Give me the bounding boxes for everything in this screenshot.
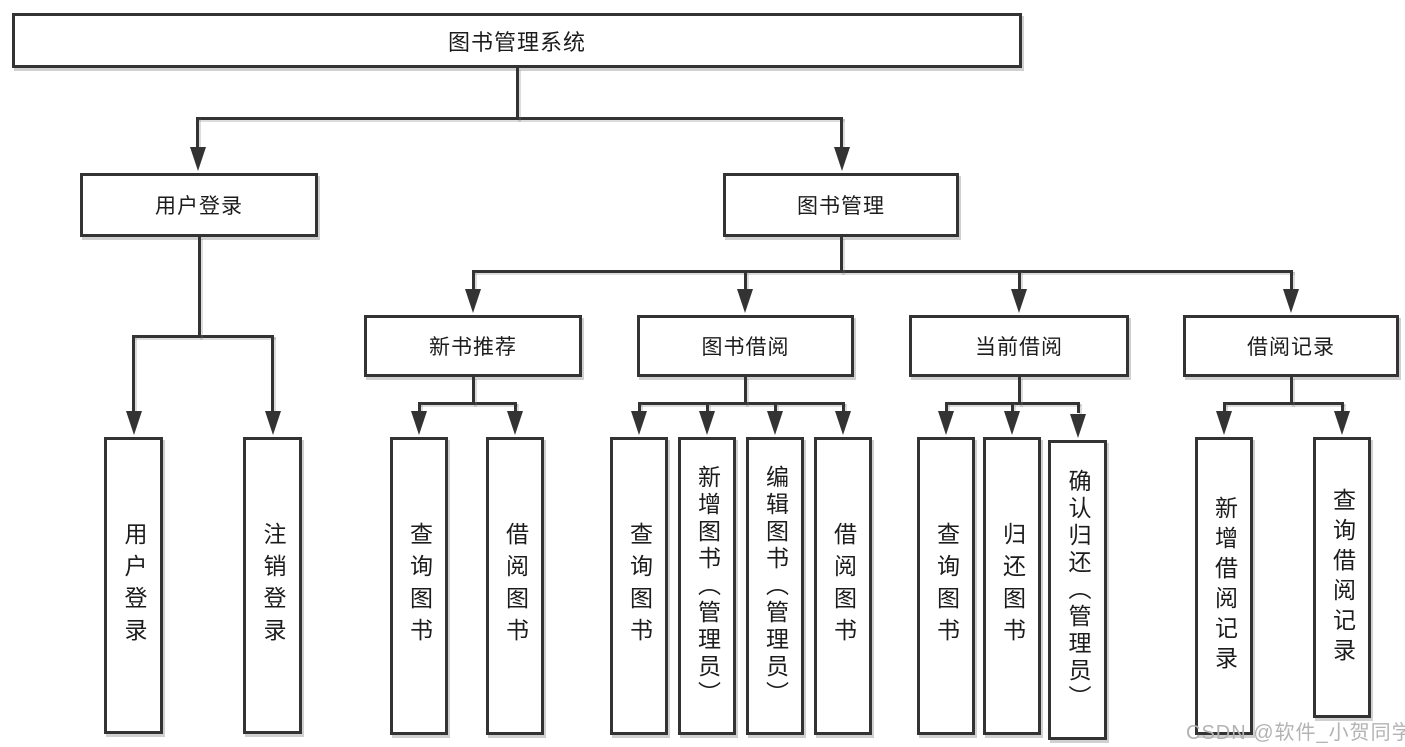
node-label: 归还图书 [999,522,1026,650]
arrow-down-icon [631,411,647,435]
leaf-borrow-books-recommend: 借阅图书 [486,437,544,735]
connector-vline [774,402,777,413]
node-label: 借阅记录 [1247,336,1335,359]
leaf-query-books-recommend: 查询图书 [390,437,448,735]
arrow-down-icon [835,411,851,435]
connector-vline [198,237,201,338]
connector-vline [840,237,843,273]
connector-vline [196,117,199,150]
node-user-login: 用户登录 [80,173,318,237]
connector-vline [516,68,519,120]
leaf-add-books-admin: 新增图书（管理员） [678,437,736,735]
node-label: 当前借阅 [975,336,1063,359]
node-book-management: 图书管理 [723,173,959,237]
connector-hline [197,117,843,120]
node-label: 查询图书 [626,522,653,650]
connector-vline [840,117,843,150]
connector-vline [271,335,274,414]
leaf-return-books: 归还图书 [983,437,1041,735]
connector-vline [1290,377,1293,405]
connector-vline [638,402,641,413]
node-label: 新增借阅记录 [1211,496,1238,676]
arrow-down-icon [737,289,753,313]
arrow-down-icon [190,147,206,171]
arrow-down-icon [767,411,783,435]
arrow-down-icon [699,411,715,435]
node-new-book-recommend: 新书推荐 [364,315,582,377]
connector-vline [418,402,421,413]
arrow-down-icon [265,411,281,435]
node-label: 查询借阅记录 [1329,487,1356,668]
connector-vline [1341,402,1344,413]
connector-vline [1223,402,1226,413]
arrow-down-icon [465,289,481,313]
leaf-edit-books-admin: 编辑图书（管理员） [746,437,804,735]
arrow-down-icon [126,411,142,435]
csdn-watermark: CSDN @软件_小贺同学 [1186,722,1405,744]
node-label: 新增图书（管理员） [694,464,721,708]
connector-vline [514,402,517,413]
node-current-borrow: 当前借阅 [909,315,1129,377]
connector-hline [472,270,1293,273]
leaf-confirm-return-admin: 确认归还（管理员） [1048,440,1107,740]
connector-hline [132,335,274,338]
node-library-management-system: 图书管理系统 [12,13,1022,68]
arrow-down-icon [1011,289,1027,313]
node-label: 编辑图书（管理员） [762,464,789,708]
connector-vline [472,270,475,292]
node-label: 查询图书 [933,522,960,650]
connector-vline [1077,402,1080,413]
connector-vline [1011,402,1014,413]
connector-hline [638,402,844,405]
leaf-user-login: 用户登录 [104,437,163,734]
arrow-down-icon [507,411,523,435]
node-label: 图书管理系统 [447,29,586,55]
connector-hline [1223,402,1343,405]
leaf-add-borrow-record: 新增借阅记录 [1195,437,1253,735]
node-label: 借阅图书 [502,522,529,650]
node-label: 借阅图书 [830,522,857,650]
leaf-query-books-current: 查询图书 [917,437,975,735]
arrow-down-icon [1004,411,1020,435]
arrow-down-icon [411,411,427,435]
connector-vline [842,402,845,413]
leaf-borrow-books: 借阅图书 [814,437,872,735]
connector-vline [1290,270,1293,292]
arrow-down-icon [1283,289,1299,313]
leaf-query-books-borrow: 查询图书 [610,437,668,735]
node-label: 新书推荐 [429,336,517,359]
connector-vline [132,335,135,414]
connector-vline [472,377,475,405]
arrow-down-icon [1334,411,1350,435]
node-label: 查询图书 [406,522,433,650]
node-label: 用户登录 [121,521,147,650]
connector-hline [418,402,516,405]
arrow-down-icon [834,147,850,171]
arrow-down-icon [1070,414,1086,438]
arrow-down-icon [1216,411,1232,435]
node-label: 图书借阅 [701,336,790,359]
connector-vline [1018,377,1021,405]
connector-vline [744,377,747,405]
node-label: 注销登录 [260,521,286,650]
connector-vline [945,402,948,413]
node-label: 用户登录 [155,195,243,218]
leaf-logout: 注销登录 [243,437,302,734]
node-book-borrow: 图书借阅 [637,315,854,377]
node-label: 确认归还（管理员） [1065,468,1091,712]
connector-vline [1018,270,1021,292]
leaf-query-borrow-record: 查询借阅记录 [1313,437,1371,718]
connector-vline [706,402,709,413]
arrow-down-icon [938,411,954,435]
node-borrow-records: 借阅记录 [1183,315,1399,377]
connector-vline [744,270,747,292]
node-label: 图书管理 [797,195,885,218]
